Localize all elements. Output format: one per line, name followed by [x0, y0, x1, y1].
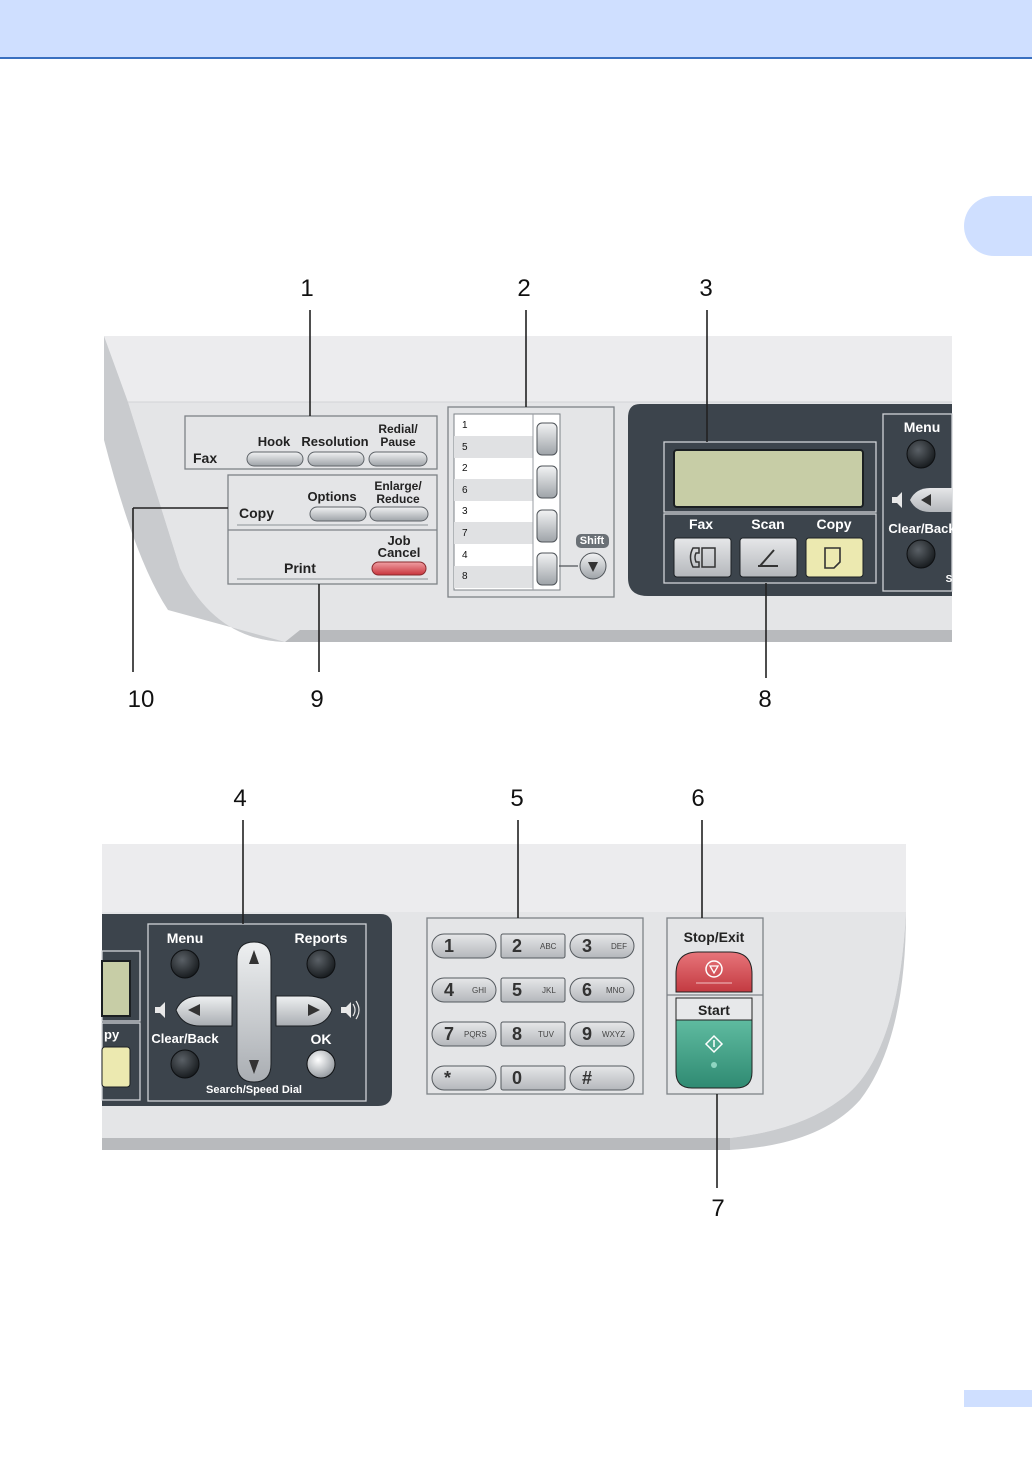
resolution-button[interactable]: Resolution — [301, 435, 368, 448]
job-cancel-label-2: Cancel — [378, 546, 421, 559]
callout-9: 9 — [310, 688, 323, 712]
key-2[interactable]: 2 — [512, 937, 522, 955]
search-label-cut: S — [946, 575, 953, 585]
copy-mode-button[interactable]: Copy — [817, 517, 852, 531]
key-2-letters: ABC — [540, 943, 556, 951]
key-9-letters: WXYZ — [602, 1031, 625, 1039]
callout-6: 6 — [691, 787, 704, 811]
ok-button[interactable]: OK — [311, 1032, 332, 1046]
one-touch-5[interactable]: 5 — [462, 443, 468, 453]
stop-exit-button[interactable]: Stop/Exit — [684, 930, 745, 944]
clear-back-button-top[interactable]: Clear/Back — [888, 522, 955, 535]
fax-group-label: Fax — [193, 451, 217, 465]
callout-10: 10 — [128, 688, 155, 712]
copy-mode-label-partial: py — [104, 1028, 119, 1041]
enlarge-reduce-label-1: Enlarge/ — [374, 480, 421, 492]
key-6[interactable]: 6 — [582, 981, 592, 999]
callout-8: 8 — [758, 688, 771, 712]
one-touch-3[interactable]: 3 — [462, 507, 468, 517]
scan-mode-button[interactable]: Scan — [751, 517, 784, 531]
one-touch-4[interactable]: 4 — [462, 551, 468, 561]
menu-button[interactable]: Menu — [167, 931, 204, 945]
redial-pause-label-1: Redial/ — [378, 423, 417, 435]
one-touch-1[interactable]: 1 — [462, 421, 468, 431]
shift-button[interactable]: Shift — [580, 536, 604, 547]
one-touch-number-list: 1 5 2 6 3 7 4 8 — [462, 420, 482, 590]
callout-7: 7 — [711, 1197, 724, 1221]
one-touch-7[interactable]: 7 — [462, 529, 468, 539]
key-star[interactable]: * — [444, 1069, 451, 1087]
fax-mode-button[interactable]: Fax — [689, 517, 713, 531]
key-3[interactable]: 3 — [582, 937, 592, 955]
key-3-letters: DEF — [611, 943, 627, 951]
reports-button[interactable]: Reports — [295, 931, 348, 945]
key-7-letters: PQRS — [464, 1031, 487, 1039]
bottom-nav-panel — [102, 914, 392, 1106]
search-speed-dial-label: Search/Speed Dial — [206, 1085, 302, 1096]
key-6-letters: MNO — [606, 987, 625, 995]
one-touch-8[interactable]: 8 — [462, 572, 468, 582]
key-7[interactable]: 7 — [444, 1025, 454, 1043]
options-button[interactable]: Options — [307, 490, 356, 503]
key-8-letters: TUV — [538, 1031, 554, 1039]
key-4-letters: GHI — [472, 987, 486, 995]
hook-button[interactable]: Hook — [258, 435, 291, 448]
key-1[interactable]: 1 — [444, 937, 454, 955]
key-4[interactable]: 4 — [444, 981, 454, 999]
key-9[interactable]: 9 — [582, 1025, 592, 1043]
callout-1: 1 — [300, 277, 313, 301]
print-group-label: Print — [284, 561, 316, 575]
one-touch-2[interactable]: 2 — [462, 464, 468, 474]
callout-4: 4 — [233, 787, 246, 811]
key-5[interactable]: 5 — [512, 981, 522, 999]
key-0[interactable]: 0 — [512, 1069, 522, 1087]
callout-3: 3 — [699, 277, 712, 301]
callout-2: 2 — [517, 277, 530, 301]
callout-5: 5 — [510, 787, 523, 811]
redial-pause-label-2: Pause — [380, 436, 415, 448]
key-5-letters: JKL — [542, 987, 556, 995]
key-hash[interactable]: # — [582, 1069, 592, 1087]
one-touch-6[interactable]: 6 — [462, 486, 468, 496]
start-button[interactable]: Start — [698, 1003, 730, 1017]
copy-group-label: Copy — [239, 506, 274, 520]
key-8[interactable]: 8 — [512, 1025, 522, 1043]
enlarge-reduce-label-2: Reduce — [376, 493, 419, 505]
clear-back-button[interactable]: Clear/Back — [151, 1032, 218, 1045]
menu-button-top[interactable]: Menu — [904, 420, 941, 434]
